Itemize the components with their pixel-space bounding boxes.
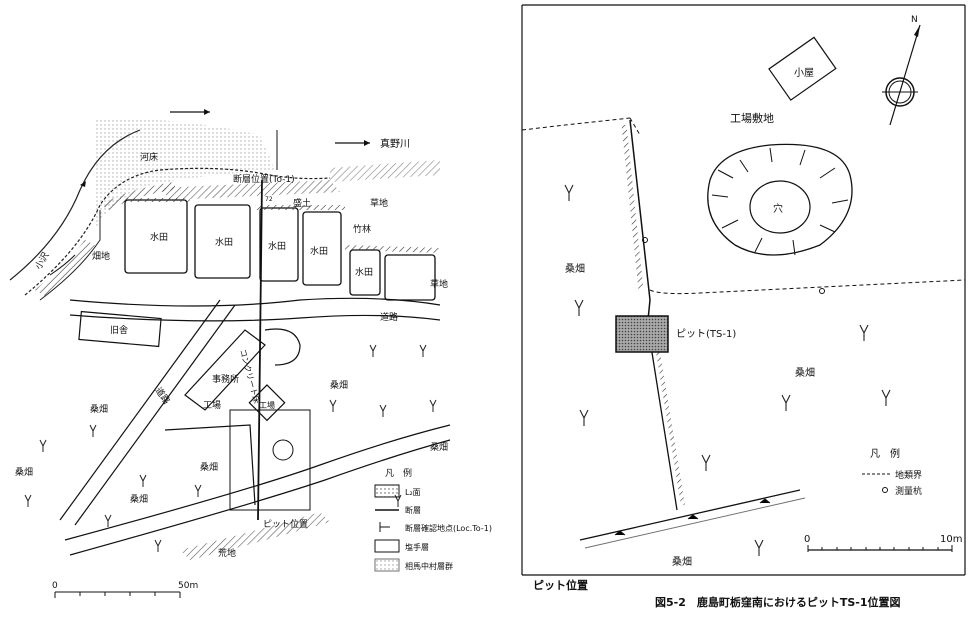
riverbed-label: 河床 bbox=[140, 151, 158, 163]
road-label-1: 道路 bbox=[380, 311, 398, 323]
mulberry-label-3: 桑畑 bbox=[200, 461, 218, 473]
pit-label: ピット(TS-1) bbox=[676, 328, 736, 340]
legend-item-fault-site: 断層確認地点(Loc.To-1) bbox=[405, 523, 492, 533]
right-scale-bar: 0 10m bbox=[804, 534, 962, 552]
pit-ts1 bbox=[615, 315, 669, 353]
grass-label-2: 草地 bbox=[430, 278, 448, 290]
right-site-map: 小屋 N 工場敷地 穴 bbox=[521, 15, 966, 568]
mulberry-label-4: 桑畑 bbox=[130, 493, 148, 505]
legend-item-l2: L₂面 bbox=[405, 488, 421, 497]
hut-label: 小屋 bbox=[794, 67, 814, 79]
mulberry-label-5: 桑畑 bbox=[330, 379, 348, 391]
right-mulberry-label-1: 桑畑 bbox=[565, 262, 585, 275]
left-site-map: 真野川 河床 断層位置(To-1) 盛土 草地 草地 竹林 畑地 小沢 水田 水… bbox=[9, 109, 492, 598]
river-name-label: 真野川 bbox=[380, 137, 410, 150]
grass-label-1: 草地 bbox=[370, 197, 388, 209]
fault-line bbox=[257, 179, 263, 521]
paddy-label-4: 水田 bbox=[310, 245, 328, 257]
mulberry-label-6: 桑畑 bbox=[430, 441, 448, 453]
paddy-label-5: 水田 bbox=[355, 266, 373, 278]
right-legend: 凡 例 地類界 測量杭 bbox=[862, 447, 922, 497]
barren-label: 荒地 bbox=[218, 547, 236, 559]
upland-field-label: 畑地 bbox=[92, 250, 110, 262]
legend-item-survey-stake: 測量杭 bbox=[895, 485, 922, 497]
mulberry-label-2: 桑畑 bbox=[15, 466, 33, 478]
left-legend-title: 凡 例 bbox=[385, 467, 412, 479]
crater-outline bbox=[707, 143, 853, 256]
pit-position-label: ピット位置 bbox=[263, 518, 308, 530]
river-bank-line bbox=[9, 129, 141, 281]
hole-outline bbox=[749, 180, 811, 234]
hole-label: 穴 bbox=[773, 202, 783, 215]
paddy-label-2: 水田 bbox=[215, 236, 233, 248]
right-scale-zero: 0 bbox=[804, 534, 810, 545]
mulberry-symbols bbox=[24, 344, 437, 552]
fault-position-label: 断層位置(To-1) bbox=[233, 173, 295, 185]
left-legend: 凡 例 L₂面 断層 断層確認地点(Loc.To-1) 塩手層 相馬中村層群 bbox=[374, 467, 492, 572]
bamboo-label: 竹林 bbox=[353, 223, 371, 235]
stream-label: 小沢 bbox=[32, 250, 51, 272]
mulberry-label-1: 桑畑 bbox=[90, 403, 108, 415]
left-caption: ピット位置 bbox=[533, 578, 588, 592]
legend-item-shiote: 塩手層 bbox=[405, 542, 429, 552]
legend-item-land-boundary: 地類界 bbox=[895, 469, 922, 481]
factory-site-label: 工場敷地 bbox=[730, 111, 774, 125]
land-boundary bbox=[649, 279, 966, 295]
old-house-label: 旧舎 bbox=[110, 325, 128, 336]
paddy-label-3: 水田 bbox=[268, 240, 286, 252]
right-legend-title: 凡 例 bbox=[870, 447, 900, 460]
figure-caption: 図5-2 鹿島町栃窪南におけるピットTS-1位置図 bbox=[655, 595, 901, 609]
small-factory-label: 工場 bbox=[259, 400, 275, 410]
embankment-label: 盛土 bbox=[293, 197, 311, 209]
legend-item-soma: 相馬中村層群 bbox=[405, 561, 453, 571]
paddy-label-1: 水田 bbox=[150, 231, 168, 243]
north-arrow: N bbox=[882, 15, 921, 126]
hut-building bbox=[768, 36, 837, 101]
right-scale-max: 10m bbox=[940, 534, 962, 545]
right-mulberry-label-3: 桑畑 bbox=[672, 555, 692, 568]
left-scale-max: 50m bbox=[178, 581, 198, 591]
left-scale-bar: 0 50m bbox=[52, 581, 198, 598]
north-label: N bbox=[911, 15, 918, 25]
left-scale-zero: 0 bbox=[52, 581, 58, 591]
legend-item-fault: 断層 bbox=[405, 505, 421, 515]
fault-dip-label: 72 bbox=[265, 196, 273, 203]
office-label: 事務所 bbox=[212, 373, 239, 385]
concrete-floor-label: コンクリート床 bbox=[238, 348, 262, 405]
factory-label: 工場 bbox=[203, 399, 221, 411]
right-mulberry-symbols bbox=[564, 184, 891, 556]
right-mulberry-label-2: 桑畑 bbox=[795, 366, 815, 379]
